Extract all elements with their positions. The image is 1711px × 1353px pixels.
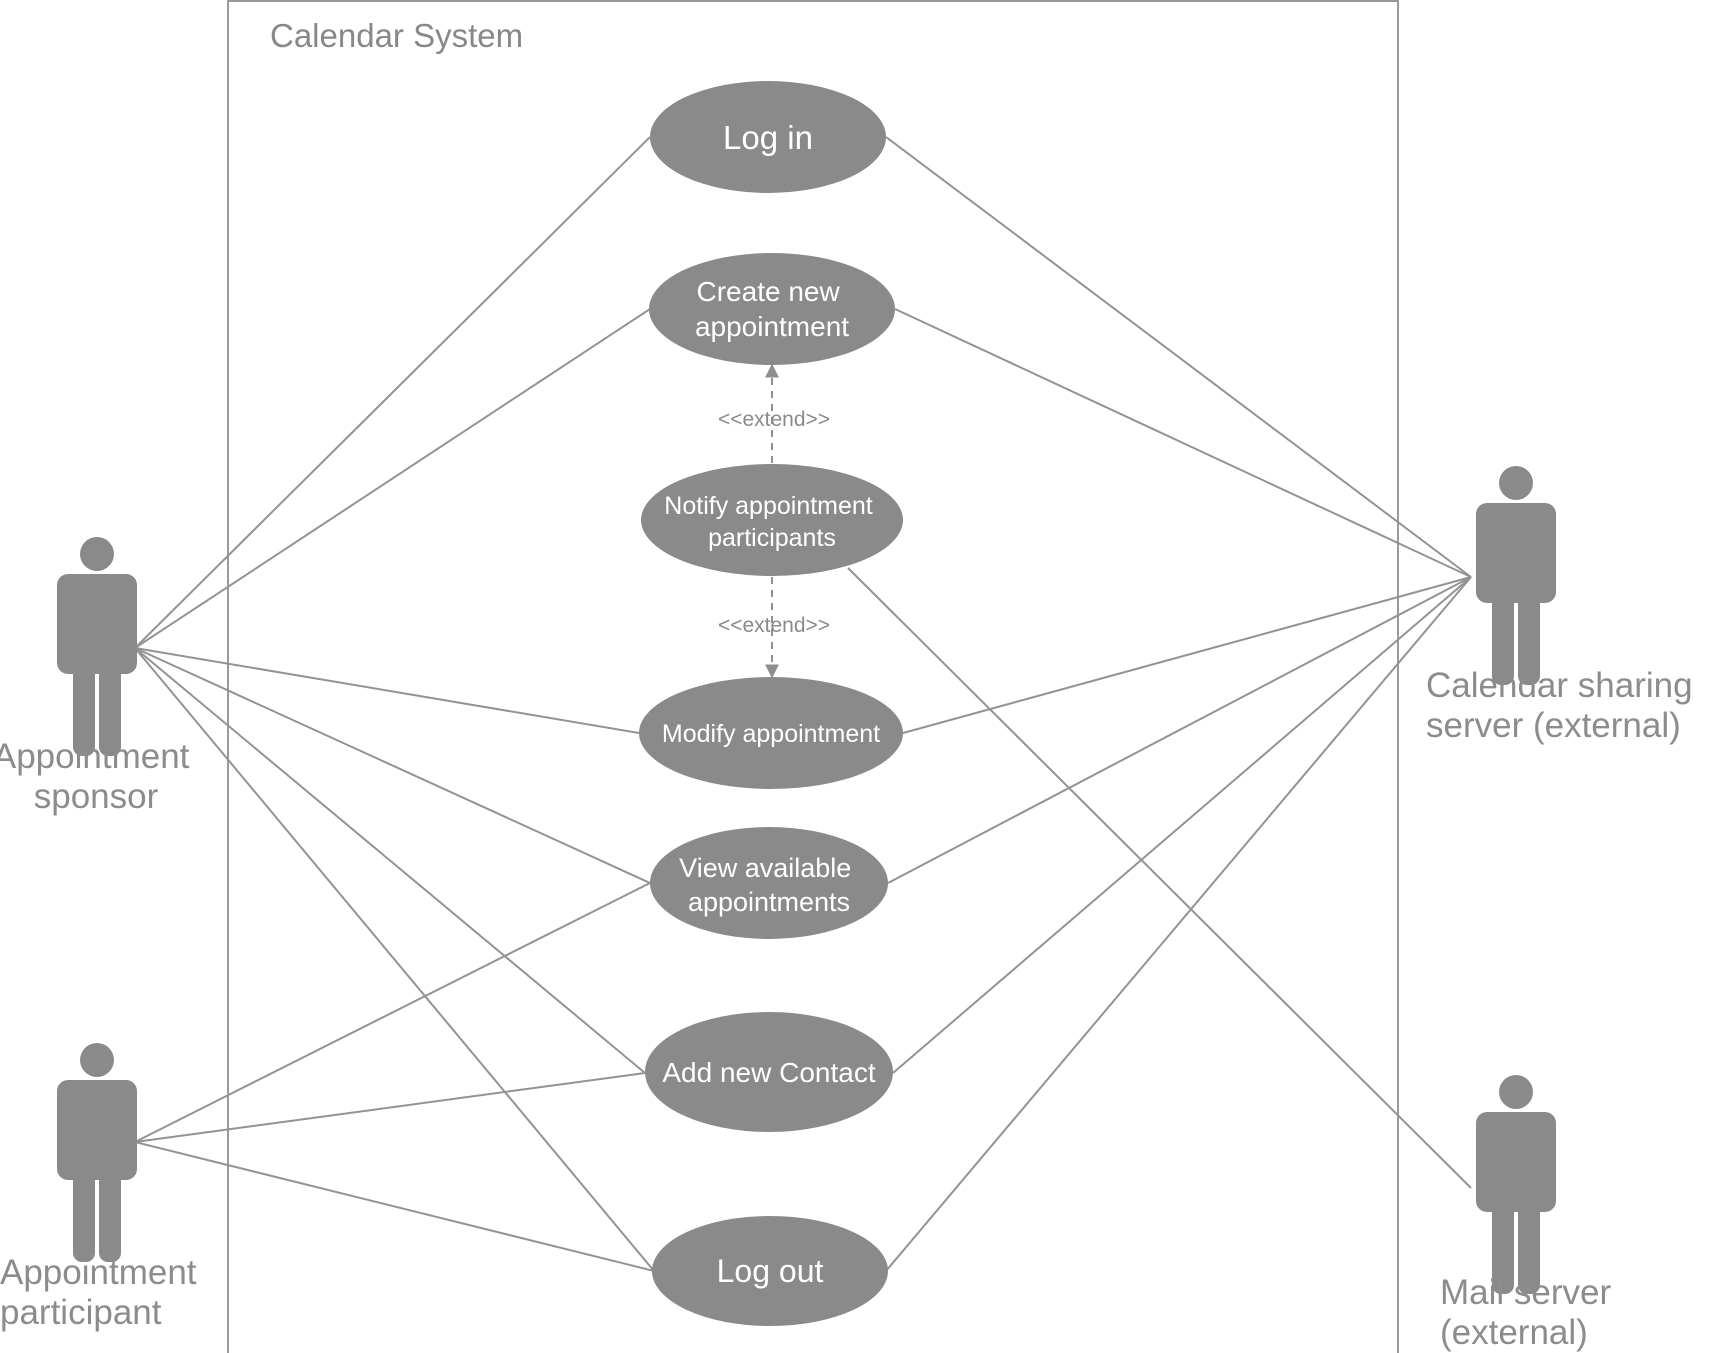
actor-calendar-sharing-server	[1476, 466, 1556, 685]
assoc-calendar-view-appointments	[887, 576, 1472, 884]
assoc-sponsor-log-in	[134, 136, 651, 649]
actor-mail-line-2: (external)	[1440, 1313, 1588, 1352]
actor-appointment-sponsor	[57, 537, 137, 756]
use-case-view-appointments-shape	[650, 827, 888, 939]
system-title: Calendar System	[270, 17, 523, 54]
actor-calendar-sharing-server-label: Calendar sharing server (external)	[1426, 666, 1702, 745]
actor-mail-line-1: Mail server	[1440, 1273, 1611, 1312]
use-case-modify-appointment-label: Modify appointment	[662, 720, 880, 748]
use-case-add-contact-line: Add new Contact	[662, 1057, 875, 1088]
assoc-calendar-add-contact	[892, 576, 1472, 1074]
use-case-view-appointments-line-1: View available	[679, 853, 851, 883]
person-icon	[1476, 1075, 1556, 1294]
actor-appointment-participant	[57, 1043, 137, 1262]
use-case-log-in-line: Log in	[723, 119, 813, 156]
assoc-participant-log-out	[134, 1141, 655, 1272]
actor-participant-line-1: Appointment	[0, 1253, 197, 1292]
use-case-create-appointment-line-2: appointment	[695, 311, 849, 342]
use-case-view-appointments-line-2: appointments	[688, 887, 850, 917]
actor-mail-server	[1476, 1075, 1556, 1294]
person-icon	[1476, 466, 1556, 685]
use-case-notify-participants-line-2: participants	[708, 524, 836, 552]
assoc-calendar-log-out	[885, 576, 1472, 1272]
use-case-add-contact-label: Add new Contact	[662, 1057, 875, 1088]
use-case-create-appointment: Create new appointment	[649, 253, 895, 365]
use-case-add-contact: Add new Contact	[645, 1012, 893, 1132]
actor-sponsor-line-2: sponsor	[34, 777, 159, 816]
use-case-notify-participants-label: Notify appointment participants	[664, 492, 879, 552]
use-case-view-appointments-label: View available appointments	[679, 853, 859, 917]
use-case-log-out-shape	[652, 1216, 888, 1326]
system-boundary	[227, 0, 1399, 1353]
actor-participant-line-2: participant	[0, 1293, 162, 1332]
use-case-log-out: Log out	[652, 1216, 888, 1326]
use-case-notify-participants: Notify appointment participants	[641, 464, 903, 576]
extend-label-create: <<extend>>	[718, 408, 830, 431]
actor-mail-server-label: Mail server (external)	[1440, 1273, 1621, 1352]
assoc-mail-notify-participants	[847, 567, 1472, 1189]
assoc-sponsor-create-appointment	[134, 308, 651, 649]
use-case-notify-participants-shape	[641, 464, 903, 576]
use-case-view-appointments: View available appointments	[650, 827, 888, 939]
use-case-add-contact-shape	[645, 1012, 893, 1132]
use-case-log-in: Log in	[650, 81, 886, 193]
extend-label-modify: <<extend>>	[718, 614, 830, 637]
actor-calendar-line-1: Calendar sharing	[1426, 666, 1693, 705]
assoc-participant-add-contact	[134, 1072, 646, 1143]
actor-sponsor-line-1: Appointment	[0, 737, 190, 776]
use-case-create-appointment-shape	[649, 253, 895, 365]
use-case-modify-appointment-shape	[639, 677, 903, 789]
use-case-modify-appointment: Modify appointment	[639, 677, 903, 789]
assoc-participant-view-appointments	[134, 882, 651, 1143]
assoc-calendar-create-appointment	[894, 308, 1472, 578]
actor-appointment-participant-label: Appointment participant	[0, 1253, 206, 1332]
use-case-log-in-shape	[650, 81, 886, 193]
use-case-create-appointment-label: Create new appointment	[695, 276, 849, 342]
associations	[134, 136, 1472, 1272]
extend-dependencies: <<extend>> <<extend>>	[718, 363, 830, 679]
use-case-notify-participants-line-1: Notify appointment	[664, 492, 873, 520]
actor-appointment-sponsor-label: Appointment sponsor	[0, 737, 199, 816]
actor-calendar-line-2: server (external)	[1426, 706, 1681, 745]
assoc-sponsor-view-appointments	[134, 647, 651, 884]
use-case-log-out-line: Log out	[717, 1253, 824, 1289]
person-icon	[57, 537, 137, 756]
use-case-log-out-label: Log out	[717, 1253, 824, 1289]
assoc-sponsor-log-out	[134, 647, 655, 1272]
use-case-log-in-label: Log in	[723, 119, 813, 156]
assoc-sponsor-modify-appointment	[134, 647, 640, 734]
assoc-calendar-log-in	[885, 136, 1472, 578]
assoc-calendar-modify-appointment	[902, 576, 1472, 734]
use-case-modify-appointment-line: Modify appointment	[662, 720, 880, 748]
use-case-create-appointment-line-1: Create new	[697, 276, 841, 307]
assoc-sponsor-add-contact	[134, 647, 646, 1074]
person-icon	[57, 1043, 137, 1262]
